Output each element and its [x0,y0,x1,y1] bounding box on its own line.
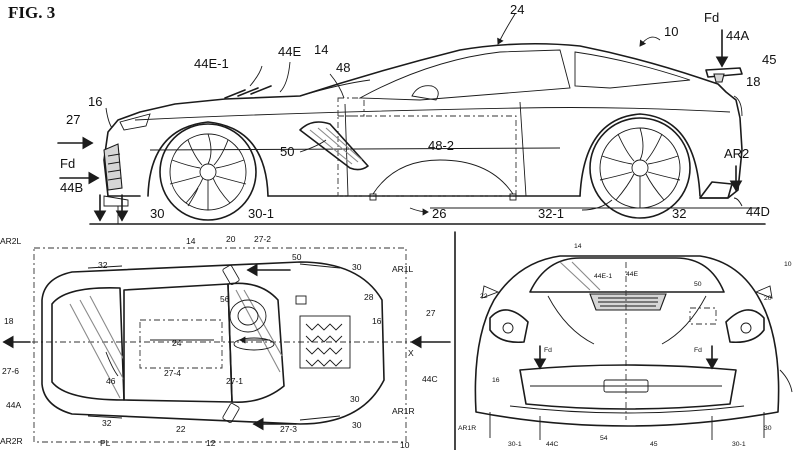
label: 24 [510,2,524,17]
label: 20 [226,234,236,244]
front-grille-area [519,364,737,410]
label: AR1L [392,264,414,274]
front-wheel [147,121,269,221]
label: 32-1 [538,206,564,221]
front-view: 14 10 44E-1 44E 22 50 20 Fd Fd 16 54 AR1… [458,243,793,448]
label: 27 [66,112,80,127]
label: 44E-1 [594,273,612,280]
label: 44E [278,44,301,59]
label: 16 [492,377,500,384]
label: 44E-1 [194,56,229,71]
label: 50 [292,252,302,262]
label: 27-1 [226,376,243,386]
label: 46 [106,376,116,386]
label: 27-4 [164,368,181,378]
front-windshield [529,257,725,293]
label: AR2 [724,146,749,161]
label: 32 [98,260,108,270]
side-window [358,49,571,101]
label: 50 [694,281,702,288]
label: 30 [764,425,772,432]
label: 30-1 [732,441,746,448]
label: 44C [422,374,438,384]
label: 28 [364,292,374,302]
label: 22 [176,424,186,434]
top-windshield [227,282,285,403]
mirror [411,85,439,101]
label: X [408,348,414,358]
label: 27-3 [280,424,297,434]
label: PL [100,438,111,448]
label: 12 [206,438,216,448]
car-front-body [474,255,780,427]
headlight-left [489,309,529,344]
label: 27-6 [2,366,19,376]
label: AR1R [458,425,476,432]
label: 14 [314,42,328,57]
label: 14 [186,236,196,246]
label: 14 [574,243,582,250]
label: 44A [726,28,749,43]
label: 44C [546,441,559,448]
headlight [119,113,151,131]
label: Fd [694,347,702,354]
label: 48 [336,60,350,75]
label: 56 [220,294,230,304]
label: 24 [172,338,182,348]
label: 30-1 [248,206,274,221]
car-top-body [41,261,385,425]
side-view: 24 10 Fd 44A 45 18 44E-1 44E 14 48 27 16… [57,2,776,225]
label: 26 [432,206,446,221]
label: 30-1 [508,441,522,448]
label: 16 [372,316,382,326]
cabin-outline [337,115,517,197]
label: 45 [650,441,658,448]
label: 32 [102,418,112,428]
top-view: AR2L 14 20 27-2 50 30 AR1L 32 56 28 27 1… [0,234,451,450]
label: 20 [764,295,772,302]
top-view-bounds [33,247,407,443]
label: Fd [704,10,719,25]
label: 10 [664,24,678,39]
label: 44B [60,180,83,195]
label: 30 [352,262,362,272]
label: Fd [544,347,552,354]
label: 18 [4,316,14,326]
label: 18 [746,74,760,89]
label: 16 [88,94,102,109]
label: 48-2 [428,138,454,153]
label: 30 [150,206,164,221]
side-intake [299,121,369,171]
label: AR2L [0,236,22,246]
rear-wheel [579,113,701,219]
label: 44D [746,204,770,219]
label: AR1R [392,406,415,416]
label: 45 [762,52,776,67]
label: Fd [60,156,75,171]
rear-window [574,51,691,89]
rear-diffuser [699,181,733,199]
label: 54 [600,435,608,442]
label: 44E [626,271,639,278]
figure-title: FIG. 3 [8,3,55,22]
headlight-right [725,309,765,344]
label: 32 [672,206,686,221]
label: 30 [350,394,360,404]
label: 27-2 [254,234,271,244]
label: 50 [280,144,294,159]
label: 10 [400,440,410,450]
label: 22 [480,293,488,300]
label: 10 [784,261,792,268]
label: 30 [352,420,362,430]
car-side-body [103,42,743,199]
label: 27 [426,308,436,318]
label: AR2R [0,436,23,446]
label: 44A [6,400,21,410]
rear-spoiler [705,67,743,78]
